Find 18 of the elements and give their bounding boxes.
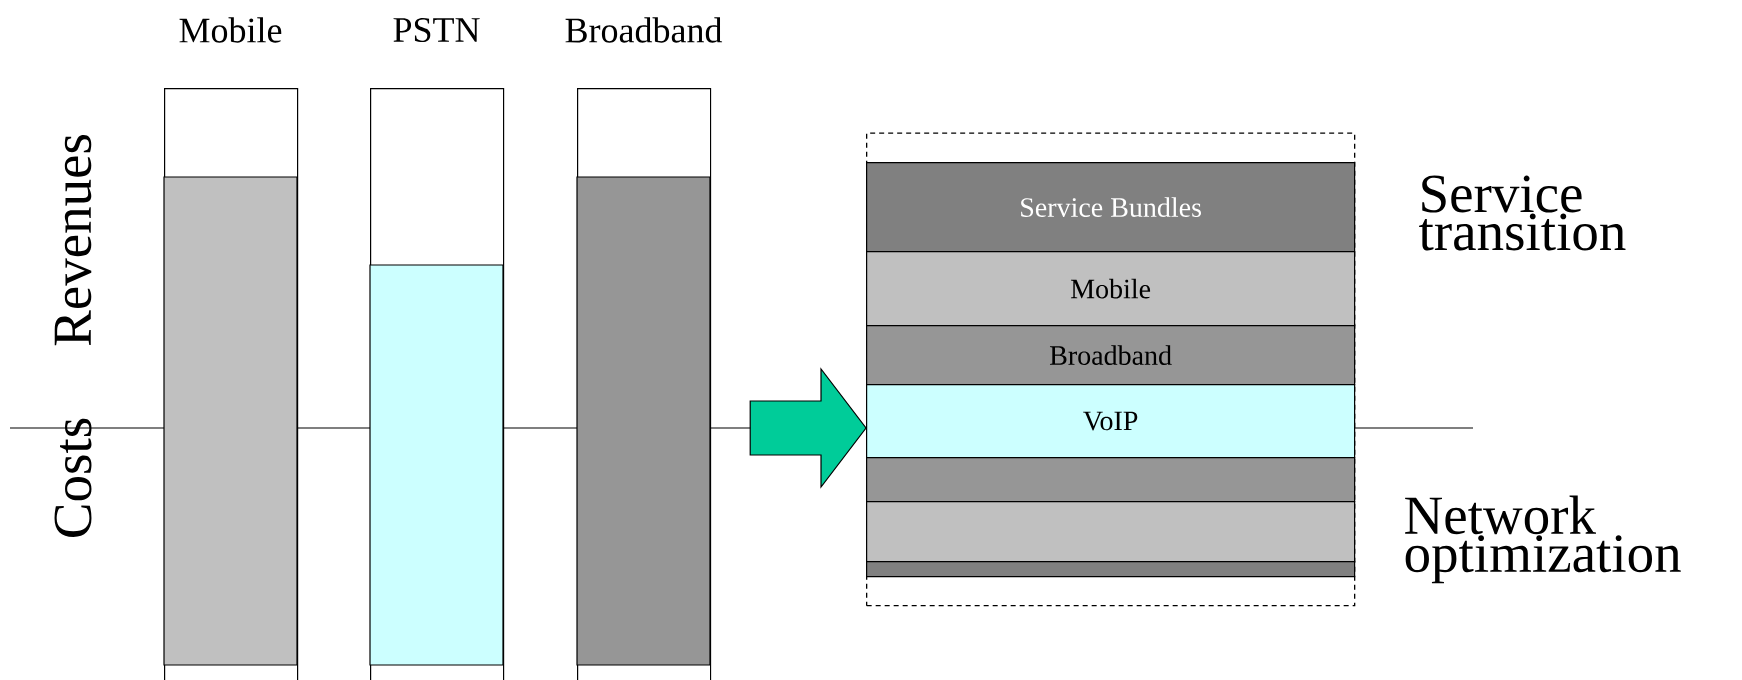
layer-band: Broadband xyxy=(866,325,1356,386)
bar: Mobile xyxy=(163,17,299,680)
bar: PSTN xyxy=(369,17,505,680)
node-label: Mobile xyxy=(179,17,282,43)
layer-band: VoIP xyxy=(866,384,1356,459)
side-label: Service transition xyxy=(1419,175,1626,251)
side-label: Network optimization xyxy=(1405,495,1681,584)
side-label: Revenues xyxy=(54,135,92,346)
layer-band: Service Bundles xyxy=(866,162,1356,253)
block-arrow xyxy=(749,367,867,489)
empty-band xyxy=(866,501,1356,563)
empty-band xyxy=(866,457,1356,503)
side-label: Costs xyxy=(54,418,92,537)
node-label: PSTN xyxy=(393,17,480,43)
layer-band: Mobile xyxy=(866,251,1356,327)
bar: Broadband xyxy=(565,17,723,680)
empty-band xyxy=(866,561,1356,578)
node-label: Broadband xyxy=(565,17,723,43)
